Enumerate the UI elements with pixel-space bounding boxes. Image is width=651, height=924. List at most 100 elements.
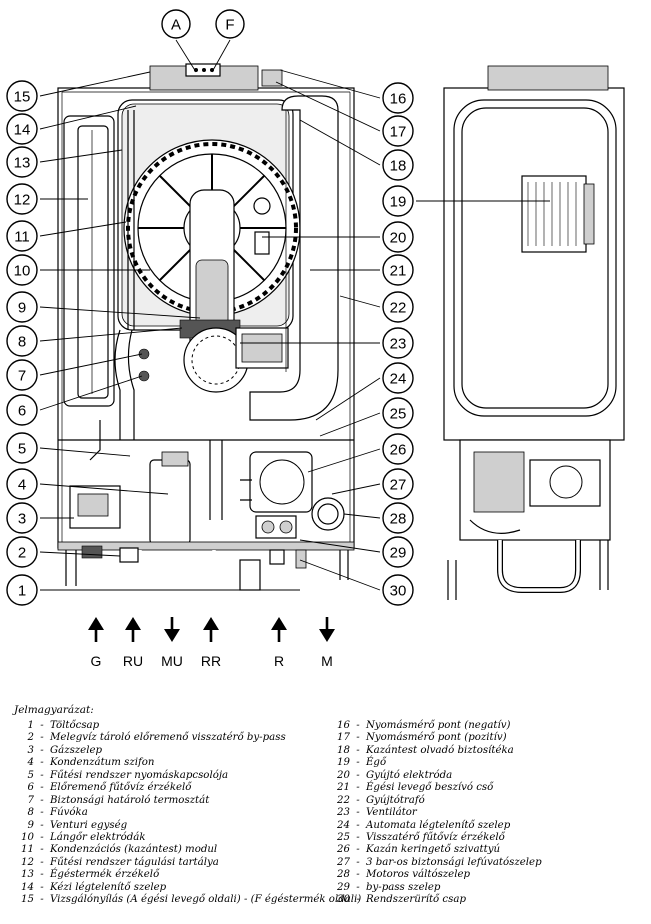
svg-text:27: 27 xyxy=(390,477,407,494)
siphon xyxy=(149,459,191,545)
callout-3: 3 xyxy=(6,502,74,534)
callout-8: 8 xyxy=(6,325,183,357)
callout-5: 5 xyxy=(6,432,131,464)
top-label-F-text: F xyxy=(225,17,234,34)
svg-text:14: 14 xyxy=(14,122,31,139)
callout-9: 9 xyxy=(6,291,201,323)
legend-item: 22-Gyújtótrafó xyxy=(337,794,425,806)
svg-text:30: 30 xyxy=(390,583,407,600)
front-view xyxy=(57,63,355,591)
svg-text:23: 23 xyxy=(390,336,407,353)
svg-text:25: 25 xyxy=(390,406,407,423)
svg-text:19: 19 xyxy=(390,194,407,211)
pipe-MU: MU xyxy=(161,617,183,669)
callout-26: 26 xyxy=(307,433,414,473)
callout-28: 28 xyxy=(343,502,414,534)
callout-18: 18 xyxy=(299,119,414,181)
callout-7: 7 xyxy=(6,353,143,391)
legend-item: 11-Kondenzációs (kazántest) modul xyxy=(21,844,218,856)
svg-text:3: 3 xyxy=(18,511,26,528)
callout-2: 2 xyxy=(6,536,121,568)
legend-item: 19-Égő xyxy=(337,757,387,769)
legend-item: 4-Kondenzátum szifon xyxy=(27,757,155,769)
legend-title: Jelmagyarázat: xyxy=(14,704,94,716)
svg-text:2: 2 xyxy=(18,545,26,562)
legend-item: 14-Kézi légtelenítő szelep xyxy=(21,881,167,893)
callout-19: 19 xyxy=(382,185,550,217)
svg-text:11: 11 xyxy=(14,229,30,246)
svg-text:8: 8 xyxy=(18,334,26,351)
callout-24: 24 xyxy=(315,362,414,421)
legend-column-left: 1-Töltőcsap 2-Melegvíz tároló előremenő … xyxy=(14,720,361,907)
svg-text:G: G xyxy=(91,653,102,669)
callout-4: 4 xyxy=(6,468,169,500)
svg-text:6: 6 xyxy=(18,403,26,420)
legend-item: 6-Előremenő fűtővíz érzékelő xyxy=(27,782,192,794)
top-label-A: A xyxy=(161,9,197,73)
svg-text:13: 13 xyxy=(14,155,31,172)
legend-item: 29-by-pass szelep xyxy=(337,881,441,893)
svg-text:M: M xyxy=(321,653,333,669)
svg-text:RR: RR xyxy=(201,653,221,669)
top-label-F: F xyxy=(211,9,245,73)
svg-text:28: 28 xyxy=(390,511,407,528)
legend-item: 8-Fúvóka xyxy=(27,807,88,819)
callout-30: 30 xyxy=(299,559,414,606)
svg-text:18: 18 xyxy=(390,158,407,175)
callout-14: 14 xyxy=(6,105,137,145)
legend-column-right: 16-Nyomásmérő pont (negatív) 17-Nyomásmé… xyxy=(330,720,542,907)
pipe-G: G xyxy=(88,617,104,669)
boiler-technical-drawing: A F 15 14 13 12 11 10 9 xyxy=(6,9,625,669)
callout-20: 20 xyxy=(262,221,414,253)
pipe-RR: RR xyxy=(201,617,221,669)
legend-item: 30-Rendszerürítő csap xyxy=(337,894,466,906)
svg-text:15: 15 xyxy=(14,89,31,106)
legend-item: 3-Gázszelep xyxy=(27,744,103,756)
callout-17: 17 xyxy=(275,81,414,147)
svg-text:12: 12 xyxy=(14,192,31,209)
svg-text:26: 26 xyxy=(390,442,407,459)
svg-text:22: 22 xyxy=(390,300,407,317)
svg-text:RU: RU xyxy=(123,653,143,669)
callout-12: 12 xyxy=(6,183,88,215)
legend-item: 2-Melegvíz tároló előremenő visszatérő b… xyxy=(27,732,286,744)
svg-text:7: 7 xyxy=(18,368,26,385)
svg-text:MU: MU xyxy=(161,653,183,669)
bottom-pipe-loop xyxy=(139,550,215,587)
legend-item: 25-Visszatérő fűtővíz érzékelő xyxy=(337,831,505,843)
pipe-RU: RU xyxy=(123,617,143,669)
legend-item: 15-Vizsgálónyílás (A égési levegő oldali… xyxy=(21,894,362,906)
air-intake-pipe xyxy=(249,95,339,421)
legend: Jelmagyarázat: 1-Töltőcsap 2-Melegvíz tá… xyxy=(14,704,644,920)
legend-item: 20-Gyújtó elektróda xyxy=(337,769,453,781)
svg-text:9: 9 xyxy=(18,300,26,317)
pump xyxy=(249,451,313,513)
top-label-A-text: A xyxy=(171,17,181,34)
svg-text:29: 29 xyxy=(390,545,407,562)
svg-text:5: 5 xyxy=(18,441,26,458)
callout-16: 16 xyxy=(279,69,414,114)
callout-22: 22 xyxy=(339,291,414,323)
legend-item: 23-Ventilátor xyxy=(337,807,417,819)
callout-29: 29 xyxy=(299,536,414,568)
legend-item: 1-Töltőcsap xyxy=(27,720,100,731)
side-view xyxy=(443,65,625,600)
callout-1: 1 xyxy=(6,574,300,606)
legend-item: 9-Venturi egység xyxy=(27,819,128,831)
pipe-R: R xyxy=(271,617,287,669)
svg-text:17: 17 xyxy=(390,124,407,141)
diverter-valve xyxy=(311,497,345,531)
legend-item: 7-Biztonsági határoló termosztát xyxy=(27,794,210,806)
svg-text:21: 21 xyxy=(390,263,407,280)
legend-item: 12-Fűtési rendszer tágulási tartálya xyxy=(21,856,219,868)
burner-side xyxy=(521,175,587,253)
legend-item: 16-Nyomásmérő pont (negatív) xyxy=(337,720,511,731)
legend-item: 10-Lángőr elektródák xyxy=(21,831,146,843)
legend-item: 21-Égési levegő beszívó cső xyxy=(337,782,494,794)
callout-25: 25 xyxy=(319,397,414,437)
callout-6: 6 xyxy=(6,375,143,426)
legend-item: 18-Kazántest olvadó biztosítéka xyxy=(337,744,514,756)
callout-27: 27 xyxy=(331,468,414,500)
pipe-M: M xyxy=(319,617,335,669)
legend-item: 27-3 bar-os biztonsági lefúvatószelep xyxy=(337,856,542,868)
